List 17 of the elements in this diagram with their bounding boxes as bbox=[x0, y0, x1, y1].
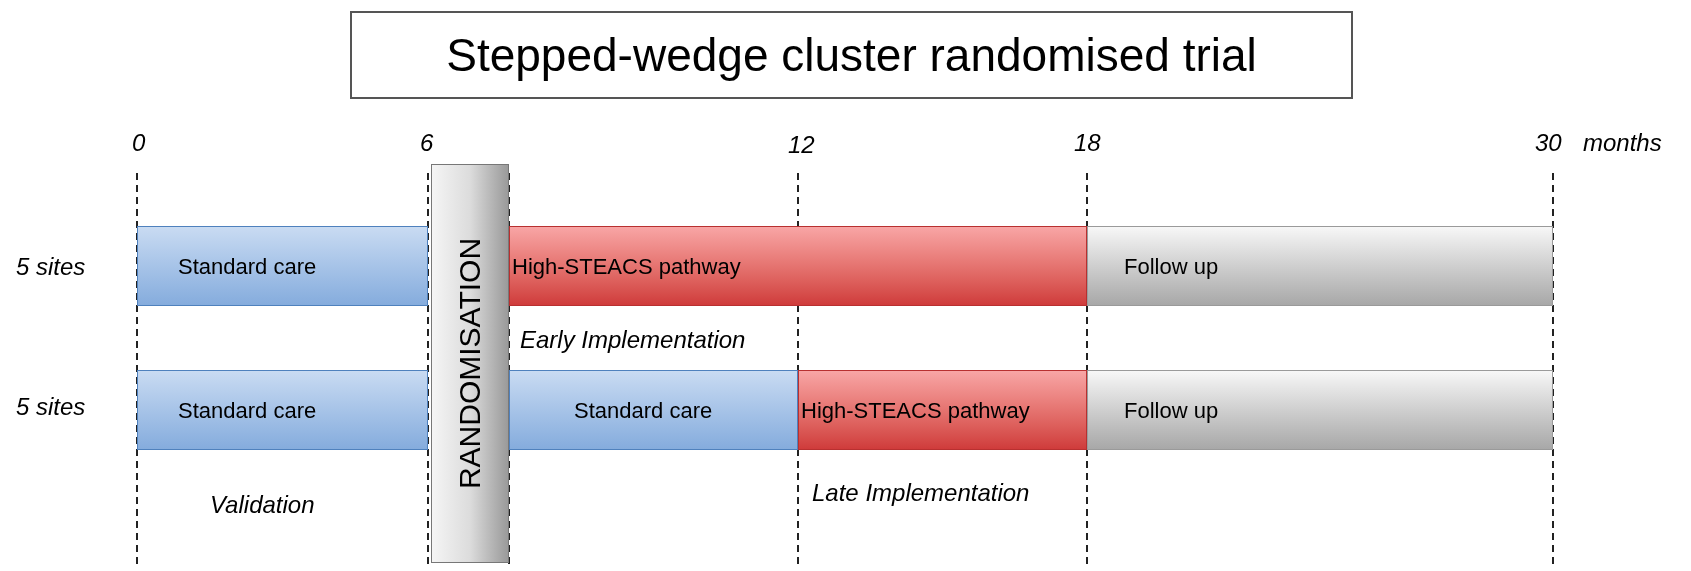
bar-label: Follow up bbox=[1124, 252, 1219, 281]
phase-bar bbox=[1087, 226, 1553, 306]
randomisation-bar bbox=[431, 164, 509, 563]
phase-bar bbox=[1087, 370, 1553, 450]
phase-bar bbox=[509, 370, 798, 450]
phase-bar bbox=[798, 370, 1087, 450]
bar-label: Follow up bbox=[1124, 396, 1219, 425]
bar-label: High-STEACS pathway bbox=[512, 252, 741, 281]
bar-label: RANDOMISATION bbox=[452, 237, 488, 490]
bar-label: Standard care bbox=[178, 396, 317, 425]
bar-label: Standard care bbox=[178, 252, 317, 281]
bar-label: Standard care bbox=[574, 396, 713, 425]
phase-bar bbox=[137, 226, 428, 306]
phase-bar bbox=[509, 226, 1087, 306]
bar-label: High-STEACS pathway bbox=[801, 396, 1030, 425]
title-box: Stepped-wedge cluster randomised trial bbox=[350, 11, 1353, 99]
phase-bar bbox=[137, 370, 428, 450]
